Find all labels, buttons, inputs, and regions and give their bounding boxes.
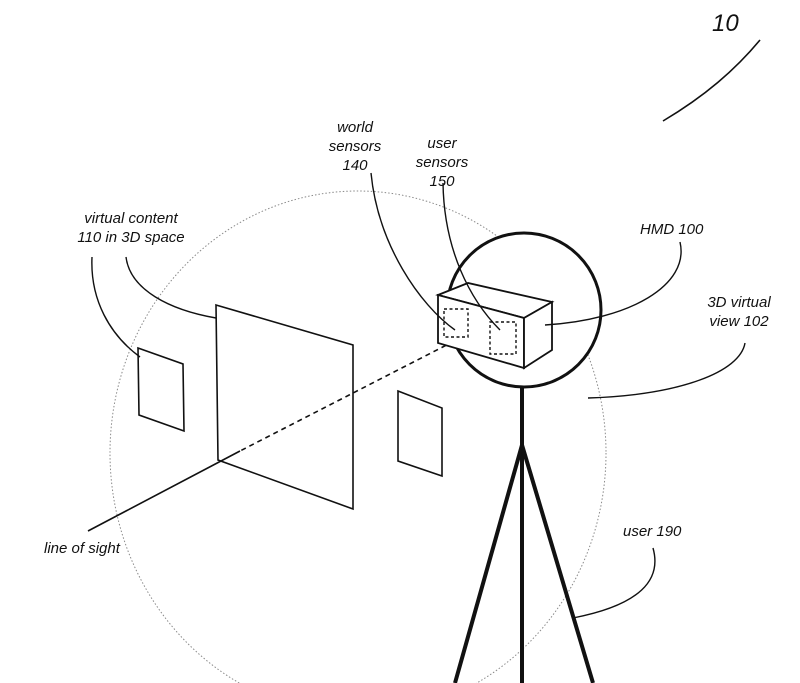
- leader-user-sensors: [442, 182, 501, 331]
- label-line: 110 in 3D space: [77, 229, 185, 246]
- figure-ref-leader: [662, 39, 761, 122]
- leader-virtual-view: [587, 342, 746, 399]
- line-of-sight-solid: [87, 450, 241, 532]
- figure-number: 10: [712, 10, 739, 37]
- label-hmd: HMD 100: [640, 221, 704, 238]
- virtual-panel-left: [137, 346, 185, 433]
- label-user: user 190: [623, 523, 682, 540]
- label-line: 150: [429, 173, 455, 190]
- label-world-sensors: world sensors 140: [325, 118, 385, 175]
- leader-user: [572, 547, 656, 619]
- leader-virtual-center: [125, 256, 217, 319]
- label-line-of-sight: line of sight: [44, 540, 120, 557]
- user-leg-left: [453, 444, 524, 683]
- hmd-right-face: [523, 300, 553, 370]
- label-user-sensors: user sensors 150: [407, 134, 477, 191]
- leader-hmd: [544, 241, 682, 326]
- label-line: sensors: [415, 154, 469, 171]
- virtual-view-sphere: [109, 190, 607, 683]
- leader-virtual-left: [91, 256, 141, 358]
- user-leg-right: [520, 444, 595, 683]
- user-sensor-box: [489, 321, 517, 355]
- virtual-panel-right: [397, 389, 443, 478]
- label-virtual-view: 3D virtual view 102: [694, 293, 784, 331]
- virtual-panel-center: [215, 303, 354, 511]
- line-of-sight-dashed: [239, 332, 471, 452]
- label-line: virtual content: [84, 210, 178, 227]
- label-virtual-content: virtual content 110 in 3D space: [66, 209, 196, 247]
- label-line: 140: [342, 157, 368, 174]
- world-sensor-box: [443, 308, 469, 338]
- label-line: 3D virtual: [707, 294, 771, 311]
- label-line: view 102: [709, 313, 769, 330]
- label-line: sensors: [328, 138, 382, 155]
- label-line: world: [337, 119, 373, 136]
- leader-world-sensors: [370, 172, 456, 331]
- label-line: user: [427, 135, 457, 152]
